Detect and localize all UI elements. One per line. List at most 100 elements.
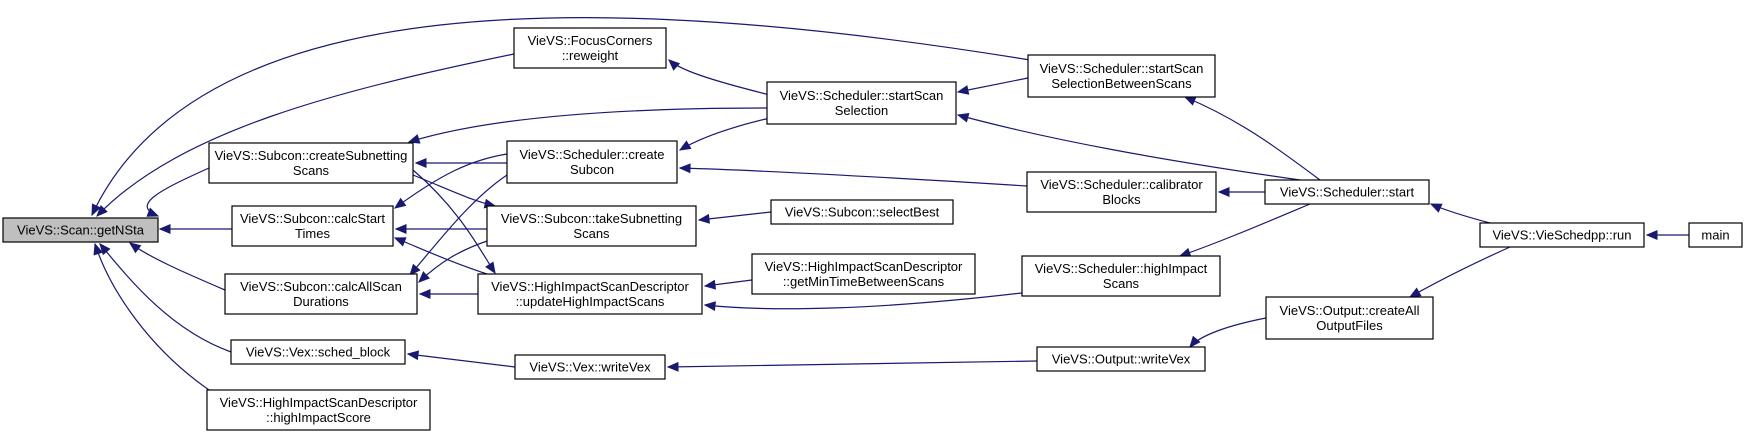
node-box	[751, 253, 976, 295]
node-hiscore[interactable]: VieVS::HighImpactScanDescriptor::highImp…	[206, 389, 431, 431]
node-label-line: VieVS::Subcon::createSubnetting	[215, 148, 408, 163]
node-schedblock[interactable]: VieVS::Vex::sched_block	[230, 339, 406, 365]
edge-calcall-to-getnsta	[128, 242, 226, 291]
node-box	[506, 140, 678, 184]
arrowhead-icon	[91, 203, 101, 217]
edge-line	[96, 53, 515, 217]
edge-line	[412, 174, 496, 207]
node-startscanselbtw[interactable]: VieVS::Scheduler::startScanSelectionBetw…	[1027, 54, 1216, 98]
arrowhead-icon	[418, 271, 431, 283]
node-box	[513, 27, 667, 69]
edge-writevexvex-to-schedblock	[406, 350, 516, 368]
node-schedstart[interactable]: VieVS::Scheduler::start	[1264, 179, 1430, 205]
arrowhead-icon	[1183, 96, 1197, 106]
edge-outwritevex-to-writevexvex	[666, 360, 1038, 372]
node-label-line: VieVS::VieSchedpp::run	[1492, 228, 1631, 243]
node-label-line: VieVS::HighImpactScanDescriptor	[491, 279, 689, 294]
arrowhead-icon	[666, 361, 679, 372]
node-label-line: VieVS::Subcon::takeSubnetting	[501, 211, 682, 226]
edge-line	[407, 353, 516, 368]
edge-schedstart-to-calibrator	[1217, 187, 1265, 197]
arrowhead-icon	[393, 237, 407, 247]
arrowhead-icon	[394, 224, 407, 234]
edge-line	[667, 360, 1038, 368]
edge-createsubnet-to-getnsta	[146, 167, 210, 217]
nodes-layer: VieVS::Scan::getNSta VieVS::FocusCorners:…	[2, 27, 1743, 431]
arrowhead-icon	[1429, 203, 1443, 213]
node-label-line: Blocks	[1102, 192, 1141, 207]
node-outwritevex[interactable]: VieVS::Output::writeVex	[1036, 346, 1206, 372]
edge-startscansel-to-reweight	[668, 59, 771, 96]
edge-createsubcon-to-createsubnet	[414, 158, 507, 168]
node-label-line: ::getMinTimeBetweenScans	[783, 274, 945, 289]
edge-highimpactscans-to-updatehi	[703, 291, 1031, 312]
node-label-line: VieVS::Output::createAll	[1280, 303, 1420, 318]
node-box	[2, 217, 159, 243]
edge-calibrator-to-createsubcon	[678, 163, 1028, 187]
node-selectbest[interactable]: VieVS::Subcon::selectBest	[770, 199, 954, 225]
edge-line	[957, 114, 1301, 181]
arrowhead-icon	[678, 140, 692, 151]
node-box	[770, 199, 954, 225]
node-box	[1479, 222, 1645, 248]
node-label-line: VieVS::Subcon::calcAllScan	[240, 279, 402, 294]
edge-takesubnet-to-calcstart	[394, 224, 487, 234]
node-box	[1021, 255, 1221, 297]
node-run[interactable]: VieVS::VieSchedpp::run	[1479, 222, 1645, 248]
edge-run-to-schedstart	[1429, 203, 1491, 224]
edge-createall-to-outwritevex	[1189, 317, 1267, 348]
arrowhead-icon	[409, 263, 421, 276]
edge-main-to-run	[1645, 230, 1689, 240]
node-box	[224, 273, 418, 315]
node-label-line: OutputFiles	[1316, 318, 1383, 333]
edge-line	[129, 242, 226, 291]
edge-line	[704, 291, 1031, 310]
node-reweight[interactable]: VieVS::FocusCorners::reweight	[513, 27, 667, 69]
node-box	[1026, 171, 1217, 213]
edge-schedblock-to-getnsta	[99, 243, 232, 353]
node-getmintime[interactable]: VieVS::HighImpactScanDescriptor::getMinT…	[751, 253, 976, 295]
edge-line	[409, 174, 508, 276]
node-label-line: main	[1701, 228, 1729, 243]
edge-line	[408, 107, 768, 143]
node-label-line: Durations	[293, 294, 349, 309]
edge-reweight-to-getnsta	[96, 53, 515, 217]
edge-line	[668, 59, 771, 96]
node-label-line: VieVS::Scheduler::startScan	[1040, 61, 1204, 76]
node-label-line: VieVS::Output::writeVex	[1052, 352, 1191, 367]
arrowhead-icon	[956, 85, 970, 95]
node-label-line: VieVS::Vex::sched_block	[246, 345, 391, 360]
edge-updatehi-to-calcall	[418, 289, 478, 299]
node-box	[230, 339, 406, 365]
edge-line	[394, 237, 491, 276]
arrowhead-icon	[678, 163, 691, 174]
arrowhead-icon	[407, 134, 421, 144]
node-box	[486, 205, 697, 247]
node-label-line: VieVS::Vex::writeVex	[529, 360, 651, 375]
node-label-line: VieVS::Subcon::selectBest	[785, 205, 940, 220]
edge-updatehi-to-calcstart	[393, 237, 491, 276]
edge-line	[1409, 246, 1511, 298]
node-main[interactable]: main	[1688, 222, 1743, 248]
node-label-line: SelectionBetweenScans	[1051, 76, 1192, 91]
node-updatehi[interactable]: VieVS::HighImpactScanDescriptor::updateH…	[477, 273, 703, 315]
node-getnsta[interactable]: VieVS::Scan::getNSta	[2, 217, 159, 243]
node-label-line: Scans	[573, 226, 610, 241]
node-box	[1688, 222, 1743, 248]
edge-line	[146, 167, 210, 217]
edge-line	[1184, 96, 1321, 181]
edge-schedstart-to-startscanselbtw	[1183, 96, 1321, 181]
node-label-line: VieVS::Scheduler::start	[1280, 185, 1415, 200]
node-label-line: VieVS::HighImpactScanDescriptor	[765, 259, 963, 274]
arrowhead-icon	[703, 279, 717, 290]
node-writevexvex[interactable]: VieVS::Vex::writeVex	[514, 354, 666, 380]
